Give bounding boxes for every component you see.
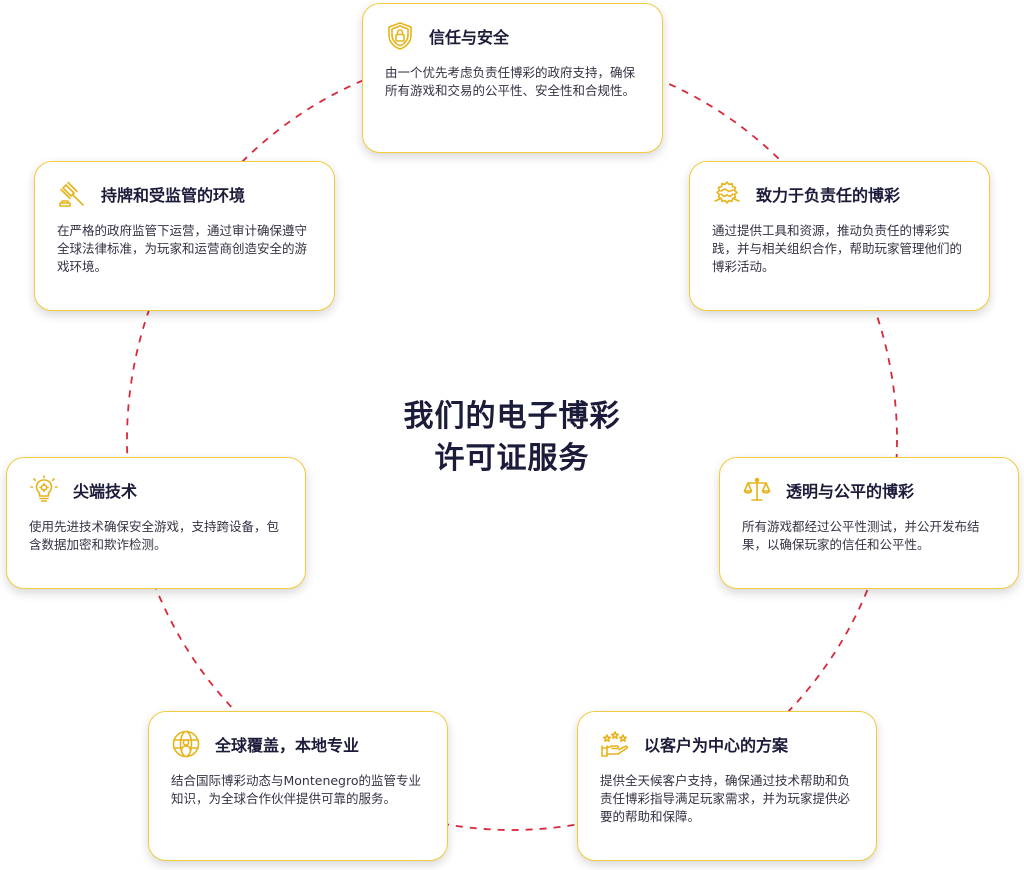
card-title: 尖端技术 [73, 482, 138, 501]
card-header: 以客户为中心的方案 [600, 728, 858, 760]
card-customer-centric: 以客户为中心的方案 提供全天候客户支持，确保通过技术帮助和负责任博彩指导满足玩家… [577, 711, 877, 861]
card-title: 以客户为中心的方案 [644, 736, 789, 755]
card-title: 致力于负责任的博彩 [756, 186, 901, 205]
center-title-line-2: 许可证服务 [434, 441, 590, 476]
center-title-line-1: 我们的电子博彩 [403, 399, 621, 434]
card-title: 透明与公平的博彩 [786, 482, 915, 501]
card-description: 使用先进技术确保安全游戏，支持跨设备，包含数据加密和欺诈检测。 [29, 519, 280, 552]
card-title: 持牌和受监管的环境 [101, 186, 246, 205]
card-transparent-fair: 透明与公平的博彩 所有游戏都经过公平性测试，并公开发布结果，以确保玩家的信任和公… [719, 457, 1019, 589]
card-header: 透明与公平的博彩 [742, 474, 1000, 506]
card-responsible-gambling: 致力于负责任的博彩 通过提供工具和资源，推动负责任的博彩实践，并与相关组织合作，… [689, 161, 990, 311]
card-description: 通过提供工具和资源，推动负责任的博彩实践，并与相关组织合作，帮助玩家管理他们的博… [712, 223, 963, 274]
card-trust-security: 信任与安全 由一个优先考虑负责任博彩的政府支持，确保所有游戏和交易的公平性、安全… [362, 3, 663, 153]
gavel-icon [57, 179, 87, 209]
shield-lock-icon [385, 21, 415, 51]
card-description: 在严格的政府监管下运营，通过审计确保遵守全球法律标准，为玩家和运营商创造安全的游… [57, 223, 308, 274]
card-title: 信任与安全 [429, 28, 510, 47]
center-title: 我们的电子博彩 许可证服务 [332, 396, 692, 480]
card-title: 全球覆盖，本地专业 [215, 736, 360, 755]
scales-icon [742, 475, 772, 505]
card-cutting-edge-tech: 尖端技术 使用先进技术确保安全游戏，支持跨设备，包含数据加密和欺诈检测。 [6, 457, 306, 589]
globe-people-icon [171, 729, 201, 759]
card-description: 结合国际博彩动态与Montenegro的监管专业知识，为全球合作伙伴提供可靠的服… [171, 773, 422, 806]
lightbulb-gear-icon [29, 475, 59, 505]
card-header: 尖端技术 [29, 474, 287, 506]
card-header: 持牌和受监管的环境 [57, 178, 316, 210]
card-header: 信任与安全 [385, 20, 644, 52]
card-header: 致力于负责任的博彩 [712, 178, 971, 210]
card-description: 提供全天候客户支持，确保通过技术帮助和负责任博彩指导满足玩家需求，并为玩家提供必… [600, 773, 851, 824]
card-description: 由一个优先考虑负责任博彩的政府支持，确保所有游戏和交易的公平性、安全性和合规性。 [385, 65, 636, 98]
handshake-icon [712, 179, 742, 209]
card-global-local: 全球覆盖，本地专业 结合国际博彩动态与Montenegro的监管专业知识，为全球… [148, 711, 448, 861]
card-licensed-regulated: 持牌和受监管的环境 在严格的政府监管下运营，通过审计确保遵守全球法律标准，为玩家… [34, 161, 335, 311]
hand-stars-icon [600, 729, 630, 759]
card-header: 全球覆盖，本地专业 [171, 728, 429, 760]
card-description: 所有游戏都经过公平性测试，并公开发布结果，以确保玩家的信任和公平性。 [742, 519, 980, 552]
